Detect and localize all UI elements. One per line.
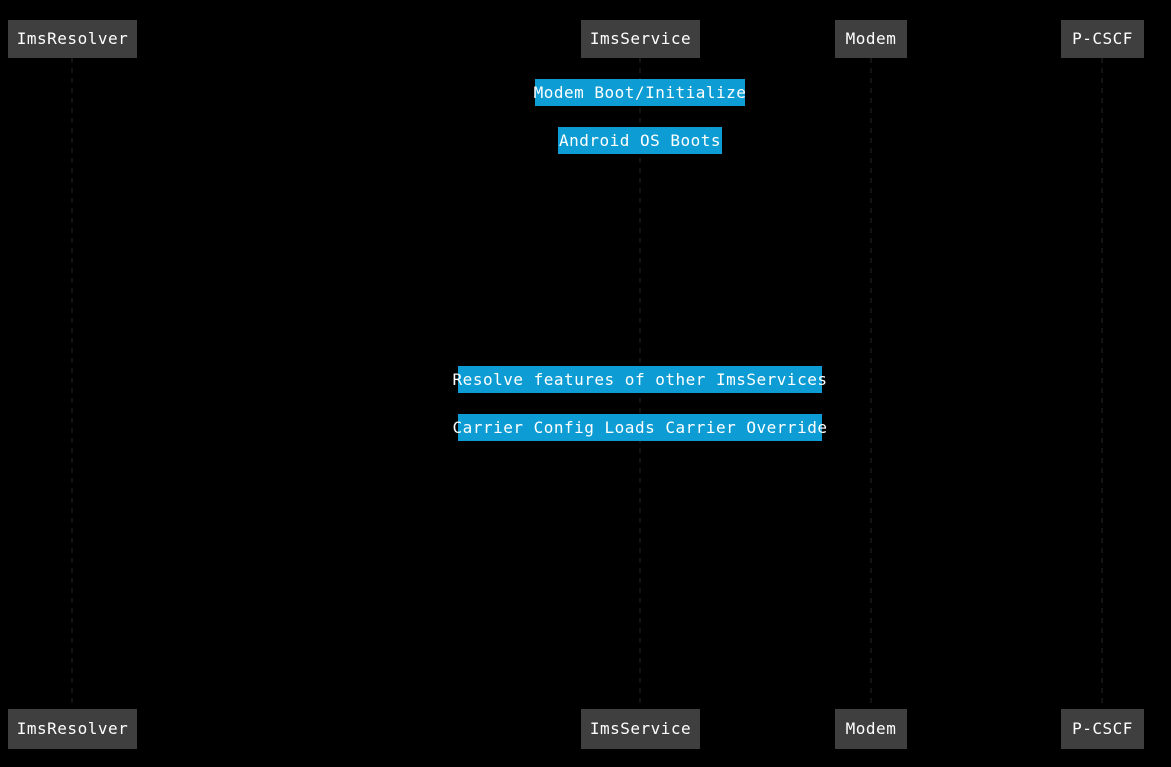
note-android-os-boots[interactable]: Android OS Boots bbox=[558, 127, 722, 154]
note-resolve-features-of-other-imsservices[interactable]: Resolve features of other ImsServices bbox=[453, 366, 827, 393]
lifeline-modem bbox=[870, 58, 872, 708]
participant-footer-ims-resolver[interactable]: ImsResolver bbox=[8, 709, 137, 749]
lifeline-p-cscf bbox=[1101, 58, 1103, 708]
note-modem-boot-initialize[interactable]: Modem Boot/Initialize bbox=[534, 79, 746, 106]
participant-footer-ims-service[interactable]: ImsService bbox=[581, 709, 700, 749]
participant-footer-p-cscf[interactable]: P-CSCF bbox=[1061, 709, 1144, 749]
participant-header-modem[interactable]: Modem bbox=[835, 20, 907, 58]
participant-footer-modem[interactable]: Modem bbox=[835, 709, 907, 749]
note-carrier-config-loads-carrier-override[interactable]: Carrier Config Loads Carrier Override bbox=[453, 414, 827, 441]
participant-header-ims-service[interactable]: ImsService bbox=[581, 20, 700, 58]
lifeline-ims-resolver bbox=[71, 58, 73, 708]
participant-header-ims-resolver[interactable]: ImsResolver bbox=[8, 20, 137, 58]
participant-header-p-cscf[interactable]: P-CSCF bbox=[1061, 20, 1144, 58]
